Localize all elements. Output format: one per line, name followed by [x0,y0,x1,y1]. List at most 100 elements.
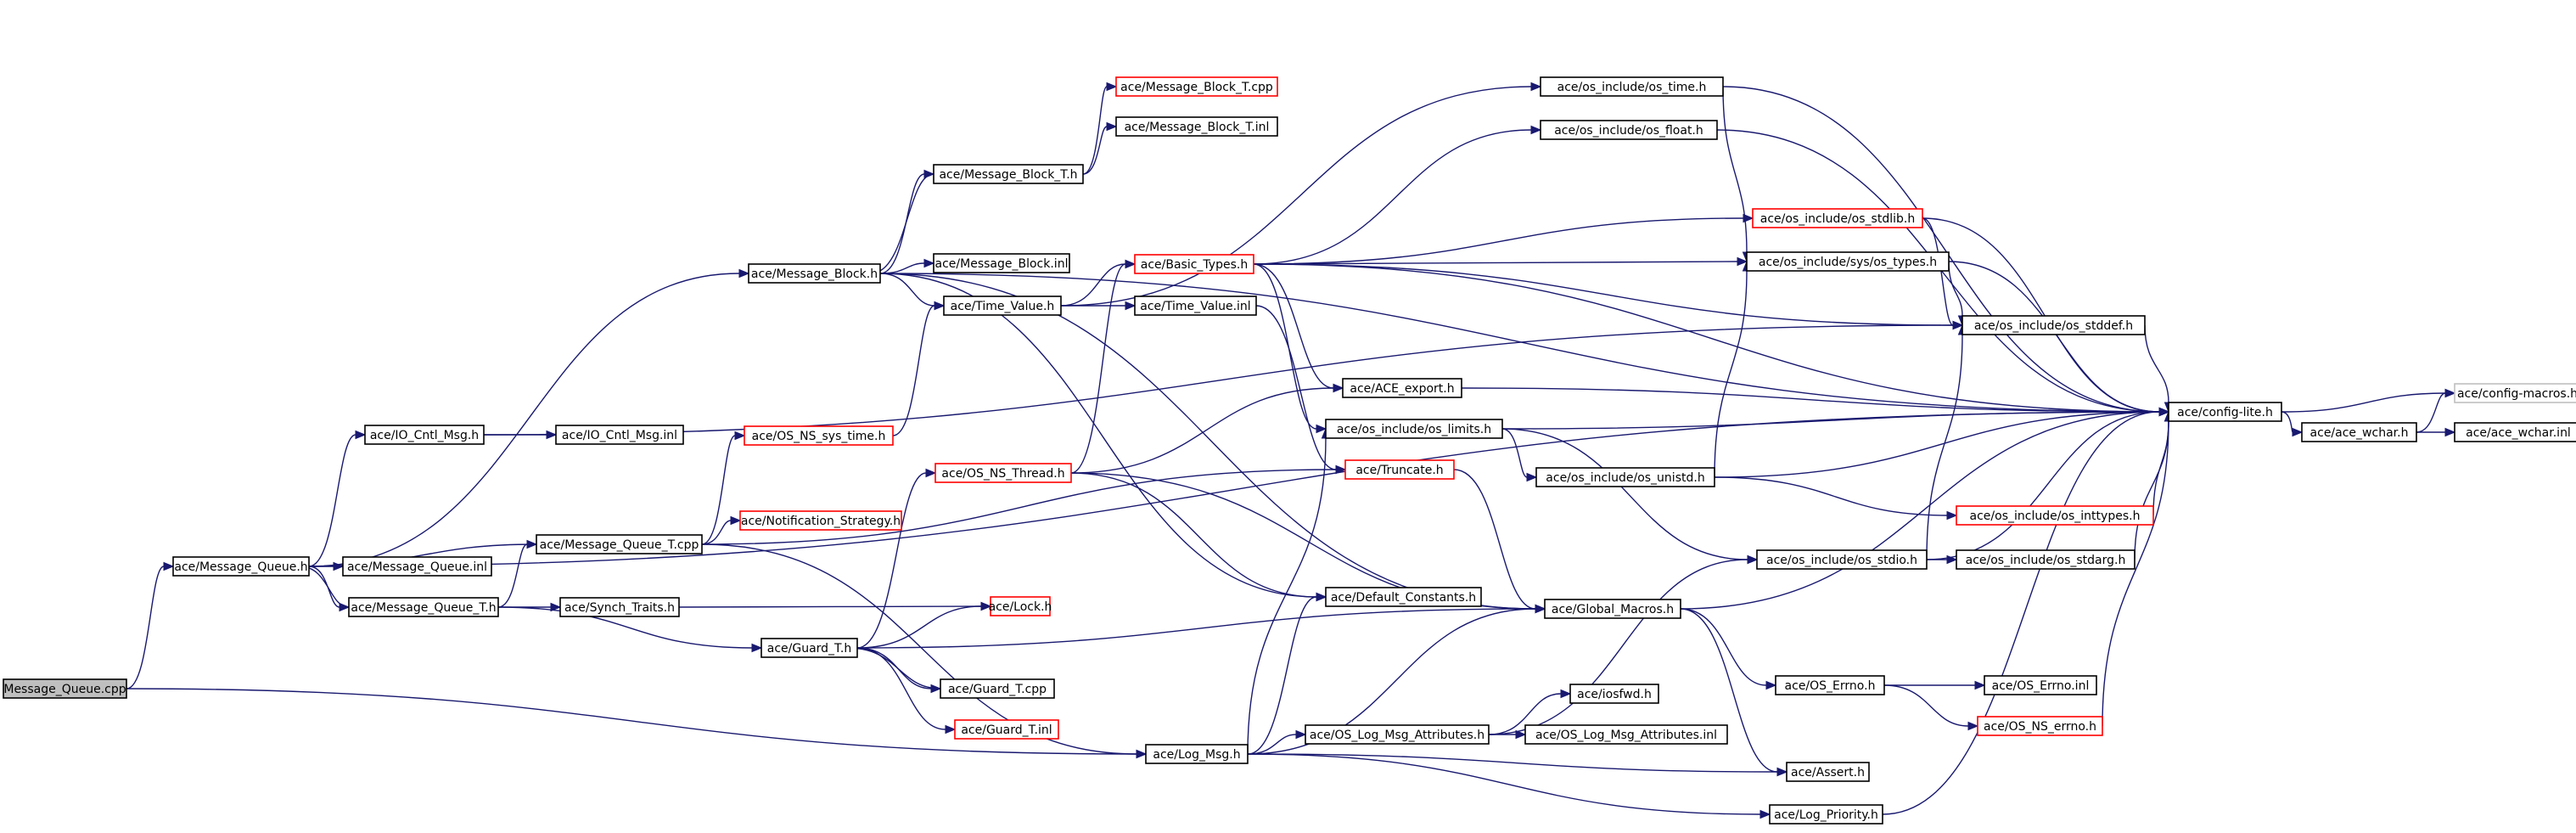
arrowhead [1295,729,1307,740]
node-guardt-inl[interactable]: ace/Guard_T.inl [954,719,1059,740]
node-assert[interactable]: ace/Assert.h [1786,762,1870,782]
arrowhead [945,724,957,735]
edge-log_msg-to-assert [1247,753,1788,777]
edge-tv_h-to-os_time [1060,82,1542,307]
node-label: ace/Guard_T.h [767,642,852,656]
node-tv-h[interactable]: ace/Time_Value.h [943,295,1062,316]
node-mq-inl[interactable]: ace/Message_Queue.inl [342,556,492,577]
node-label: ace/Message_Block.inl [935,257,1069,271]
node-ace-export[interactable]: ace/ACE_export.h [1342,378,1462,398]
arrowhead [1776,767,1788,777]
node-synch[interactable]: ace/Synch_Traits.h [559,597,680,617]
node-ace-wchar-h[interactable]: ace/ace_wchar.h [2301,422,2417,442]
edge-ace_export-to-config_lite [1461,387,2170,417]
node-global-m[interactable]: ace/Global_Macros.h [1544,599,1681,619]
node-log-attr-inl[interactable]: ace/OS_Log_Msg_Attributes.inl [1524,724,1728,745]
arrowhead [1974,680,1986,690]
arrowhead [163,561,175,571]
node-mbt-h[interactable]: ace/Message_Block_T.h [933,164,1084,184]
node-box [739,510,902,531]
arrowhead [1765,680,1777,690]
arrowhead [925,468,937,478]
node-os-unistd[interactable]: ace/os_include/os_unistd.h [1535,467,1715,487]
node-box [1145,744,1249,764]
arrowhead [2158,407,2170,417]
edge-synch-to-lock [678,601,992,611]
node-mqt-cpp[interactable]: ace/Message_Queue_T.cpp [536,534,703,554]
node-log-attr[interactable]: ace/OS_Log_Msg_Attributes.h [1305,724,1490,745]
node-box [1325,587,1482,607]
node-ioc-inl[interactable]: ace/IO_Cntl_Msg.inl [555,425,684,445]
edge-global_m-to-assert [1680,608,1788,777]
node-tv-inl[interactable]: ace/Time_Value.inl [1134,295,1257,316]
arrowhead [1333,383,1344,393]
node-bt-h[interactable]: ace/Basic_Types.h [1134,254,1254,274]
edge-ns_sys_time-to-tv_h [892,301,946,436]
edge-ns_thread-to-default_c [1070,472,1327,602]
node-ioc-h[interactable]: ace/IO_Cntl_Msg.h [364,425,485,445]
node-box [990,596,1051,616]
node-os-inttypes[interactable]: ace/os_include/os_inttypes.h [1956,505,2154,526]
arrowhead [1560,689,1572,699]
node-mb-h[interactable]: ace/Message_Block.h [748,263,881,284]
node-lock[interactable]: ace/Lock.h [989,596,1052,616]
node-box [1752,208,1923,228]
node-mb-inl[interactable]: ace/Message_Block.inl [933,253,1070,273]
arrowhead [1316,424,1327,434]
node-ns-thread[interactable]: ace/OS_NS_Thread.h [934,463,1072,483]
node-guardt-cpp[interactable]: ace/Guard_T.cpp [940,678,1055,699]
node-box [1956,549,2135,570]
node-os-time[interactable]: ace/os_include/os_time.h [1540,76,1724,97]
node-root[interactable]: Message_Queue.cpp [3,678,127,699]
arrowhead [730,515,742,526]
node-truncate[interactable]: ace/Truncate.h [1344,459,1455,480]
node-os-stdlib[interactable]: ace/os_include/os_stdlib.h [1752,208,1923,228]
node-label: ace/Time_Value.inl [1140,300,1250,313]
node-ace-wchar-inl[interactable]: ace/ace_wchar.inl [2454,422,2576,442]
node-mqt-h[interactable]: ace/Message_Queue_T.h [348,597,499,617]
node-os-errno[interactable]: ace/OS_Errno.h [1775,675,1885,695]
node-ns-errno[interactable]: ace/OS_NS_errno.h [1977,716,2103,736]
edge-config_lite-to-config_macros [2281,388,2456,413]
node-config-macros[interactable]: ace/config-macros.h [2454,383,2576,403]
edge-os_stdlib-to-os_stddef [1922,217,1964,330]
arrowhead [355,430,367,440]
node-ns-sys-time[interactable]: ace/OS_NS_sys_time.h [744,425,894,446]
node-label: ace/os_include/sys/os_types.h [1759,256,1937,269]
node-label: ace/OS_NS_Thread.h [941,467,1064,481]
edge-global_m-to-os_errno [1680,608,1777,690]
edge-log_msg-to-global_m [1247,604,1546,755]
edge-guardt_h-to-lock [856,601,992,649]
node-config-lite[interactable]: ace/config-lite.h [2168,402,2282,422]
node-iosfwd[interactable]: ace/iosfwd.h [1569,684,1659,704]
node-label: ace/Time_Value.h [951,300,1055,313]
edge-os_stdarg-to-config_lite [2134,410,2174,560]
node-box [748,263,881,284]
node-os-errno-inl[interactable]: ace/OS_Errno.inl [1984,675,2097,695]
node-mbt-cpp[interactable]: ace/Message_Block_T.cpp [1115,76,1278,97]
node-os-float[interactable]: ace/os_include/os_float.h [1540,120,1718,140]
edge-mb_h-to-default_c [879,273,1327,602]
node-layer: Message_Queue.cpp ace/Message_Queue.h ace/… [3,76,2576,825]
node-box [536,534,703,554]
node-label: ace/iosfwd.h [1577,688,1652,701]
edge-os_systypes-to-config_lite [1948,261,2170,417]
node-notif[interactable]: ace/Notification_Strategy.h [739,510,902,531]
node-os-systypes[interactable]: ace/os_include/sys/os_types.h [1746,251,1950,272]
node-os-stdio[interactable]: ace/os_include/os_stdio.h [1756,549,1928,570]
node-guardt-h[interactable]: ace/Guard_T.h [760,638,858,658]
node-box [1977,716,2103,736]
node-os-stddef[interactable]: ace/os_include/os_stddef.h [1961,315,2146,335]
edge-guardt_h-to-ns_thread [856,468,937,649]
arrowhead [923,258,935,268]
node-mq-h[interactable]: ace/Message_Queue.h [172,556,310,577]
node-default-c[interactable]: ace/Default_Constants.h [1325,587,1482,607]
node-os-limits[interactable]: ace/os_include/os_limits.h [1325,419,1503,439]
node-label: ace/OS_Log_Msg_Attributes.inl [1535,729,1717,742]
node-os-stdarg[interactable]: ace/os_include/os_stdarg.h [1956,549,2135,570]
node-mbt-inl[interactable]: ace/Message_Block_T.inl [1115,116,1278,137]
node-box [364,425,485,445]
node-log-prio[interactable]: ace/Log_Priority.h [1769,804,1883,825]
node-log-msg[interactable]: ace/Log_Msg.h [1145,744,1249,764]
node-label: ace/ace_wchar.inl [2466,426,2571,440]
